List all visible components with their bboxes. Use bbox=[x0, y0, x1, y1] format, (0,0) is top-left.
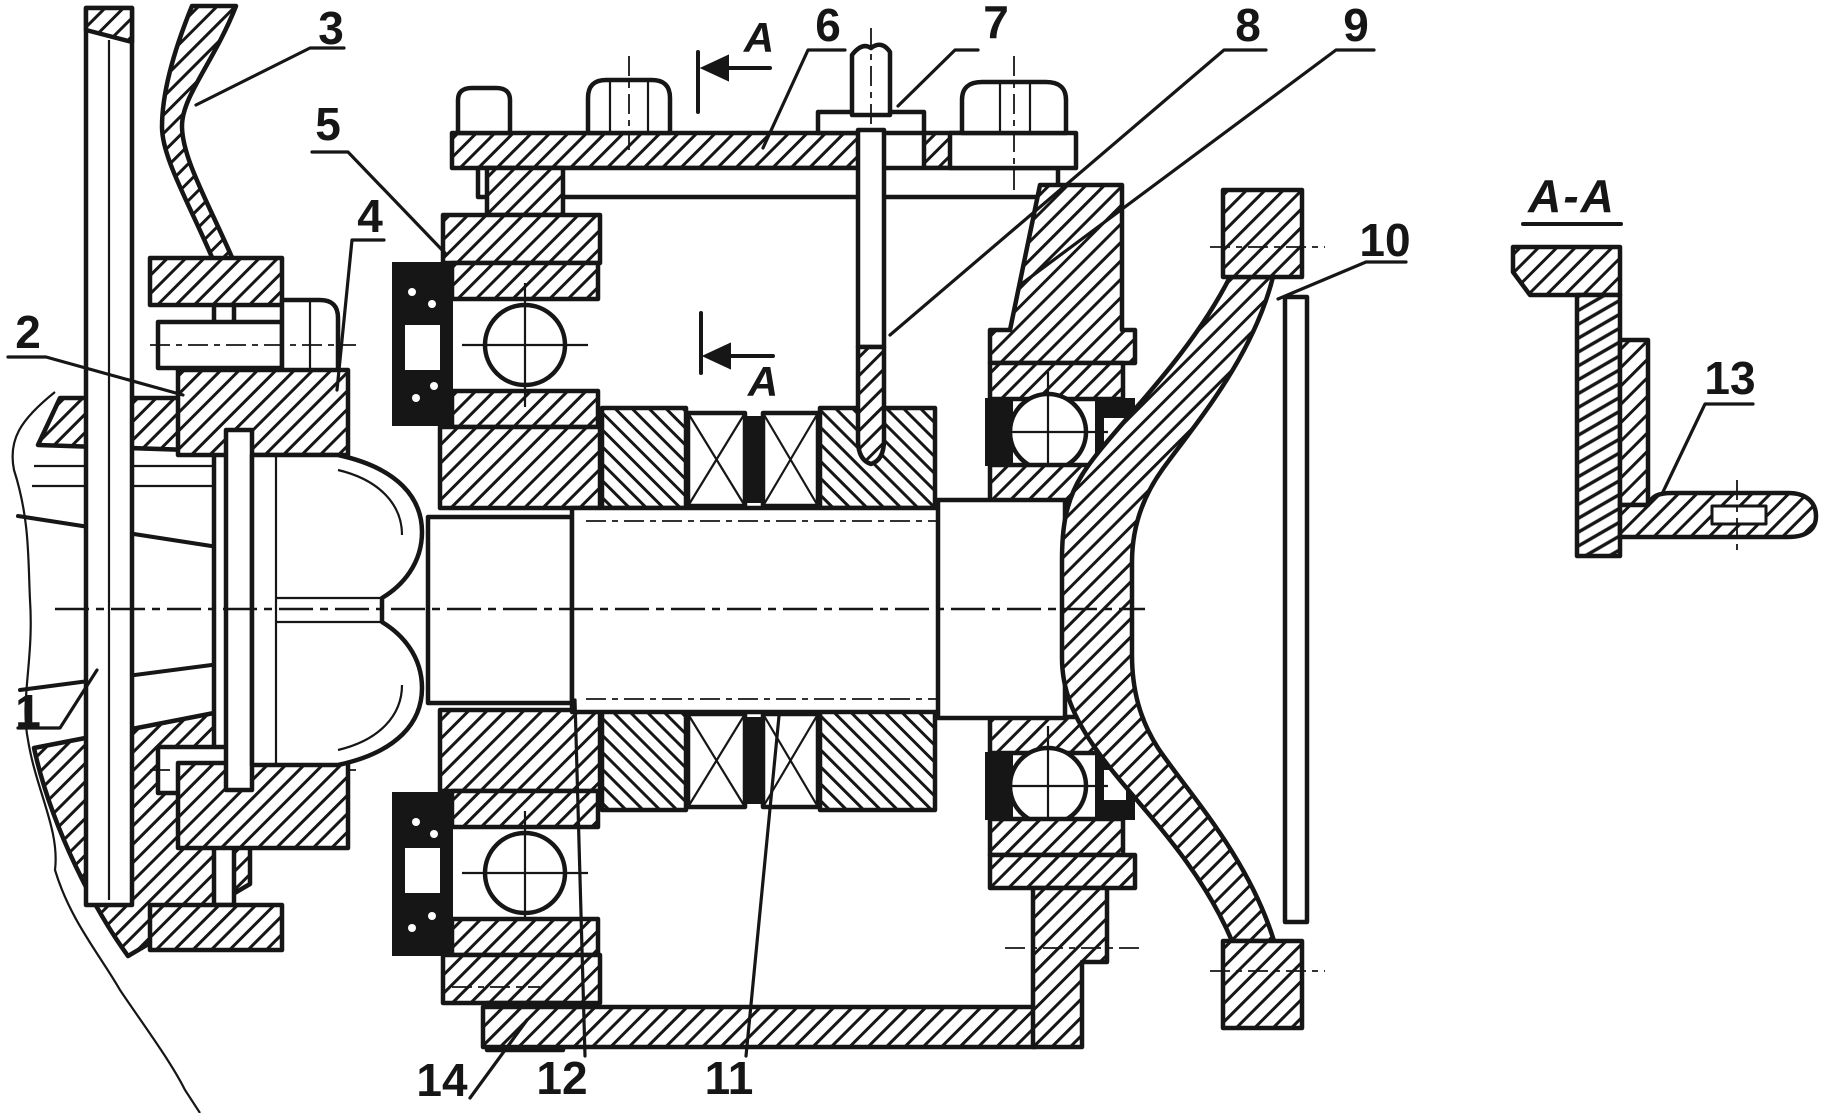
callout-2: 2 bbox=[15, 306, 41, 358]
bolt-head-small bbox=[455, 85, 513, 136]
coupling-flange bbox=[599, 707, 689, 813]
housing-top bbox=[449, 28, 1079, 200]
pulley-left-rim-section bbox=[83, 5, 135, 45]
callout-4: 4 bbox=[357, 190, 383, 242]
pulley-rim-bottom bbox=[1220, 938, 1305, 1031]
leader-9 bbox=[1018, 48, 1376, 287]
section-aa-view: A-A bbox=[1510, 170, 1819, 559]
break-line bbox=[11, 391, 201, 1113]
section-arrow-top: A bbox=[696, 14, 774, 114]
stem-tip bbox=[855, 344, 887, 467]
seal-block bbox=[392, 792, 453, 956]
coupling-flange bbox=[817, 707, 938, 813]
callout-5: 5 bbox=[315, 98, 341, 150]
section-arrow-label-bottom: A bbox=[747, 358, 778, 405]
leader-1 bbox=[16, 668, 99, 730]
disc-plate-part10 bbox=[1282, 294, 1310, 925]
bolt-washer-2 bbox=[947, 130, 1079, 171]
bearing-cap bbox=[440, 212, 603, 266]
bearing-outer-ring bbox=[449, 916, 601, 958]
callout-3: 3 bbox=[318, 2, 344, 54]
pulley-hub-rim-bottom bbox=[147, 902, 285, 953]
callout-10: 10 bbox=[1359, 214, 1410, 266]
callout-9: 9 bbox=[1343, 0, 1369, 51]
hub-section-top bbox=[175, 367, 351, 458]
bracket-strip-part13 bbox=[1617, 337, 1651, 508]
callout-labels: 1 2 3 4 5 6 7 8 9 10 11 12 13 14 bbox=[15, 0, 1755, 1106]
leader-2 bbox=[6, 355, 185, 397]
callout-8: 8 bbox=[1235, 0, 1261, 51]
bearing-outer-ring bbox=[987, 816, 1126, 858]
housing-leg bbox=[1030, 885, 1110, 1050]
section-arrow-bottom: A bbox=[699, 311, 778, 405]
pulley-rim-top bbox=[1220, 187, 1305, 280]
stem-part8 bbox=[855, 127, 887, 350]
arrowhead-icon bbox=[699, 54, 729, 82]
pulley-hub-bore bbox=[935, 497, 1068, 721]
bearing-outer-ring bbox=[449, 260, 601, 302]
leader-10 bbox=[1276, 260, 1408, 301]
section-arrow-label-top: A bbox=[743, 14, 774, 61]
leader-lines bbox=[6, 46, 1755, 1100]
bracket-top-flange bbox=[1510, 244, 1623, 298]
callout-12: 12 bbox=[536, 1052, 587, 1104]
arrowhead-icon bbox=[701, 342, 731, 370]
pulley-right-disc-section bbox=[159, 3, 239, 265]
leader-4 bbox=[335, 238, 386, 392]
leader-13 bbox=[1660, 402, 1755, 496]
bearing-cap bbox=[987, 852, 1138, 891]
leader-11 bbox=[744, 714, 781, 1058]
leader-7 bbox=[896, 48, 980, 108]
callout-11: 11 bbox=[705, 1052, 754, 1104]
leader-3 bbox=[194, 46, 346, 107]
bearing-boss-part9 bbox=[987, 182, 1138, 366]
bearing-seat bbox=[437, 424, 603, 511]
coupling-flange bbox=[599, 405, 689, 511]
hub-section-bottom bbox=[175, 760, 351, 851]
callout-7: 7 bbox=[983, 0, 1009, 48]
pulley-hub-rim-top bbox=[147, 255, 285, 308]
bearing-cap-riser bbox=[484, 165, 566, 218]
callout-6: 6 bbox=[815, 0, 841, 51]
bracket-leg bbox=[1574, 292, 1623, 559]
left-bearing-bottom bbox=[392, 707, 603, 1053]
leader-8 bbox=[888, 48, 1268, 337]
callout-13: 13 bbox=[1704, 352, 1755, 404]
leader-6 bbox=[761, 48, 847, 150]
callout-1: 1 bbox=[15, 685, 41, 737]
section-aa-title: A-A bbox=[1527, 170, 1616, 222]
foot-slot bbox=[1710, 504, 1768, 526]
leader-12 bbox=[573, 698, 587, 1058]
leader-5 bbox=[310, 150, 447, 255]
callout-14: 14 bbox=[416, 1054, 468, 1106]
bearing-cap bbox=[440, 952, 603, 1006]
bottom-cover-plate bbox=[480, 1004, 1038, 1050]
shaft-taper-bottom bbox=[18, 658, 252, 692]
left-bearing-top bbox=[392, 165, 603, 511]
leader-14 bbox=[468, 1018, 529, 1100]
right-pulley bbox=[935, 187, 1325, 1031]
housing-plate-left bbox=[449, 130, 863, 171]
